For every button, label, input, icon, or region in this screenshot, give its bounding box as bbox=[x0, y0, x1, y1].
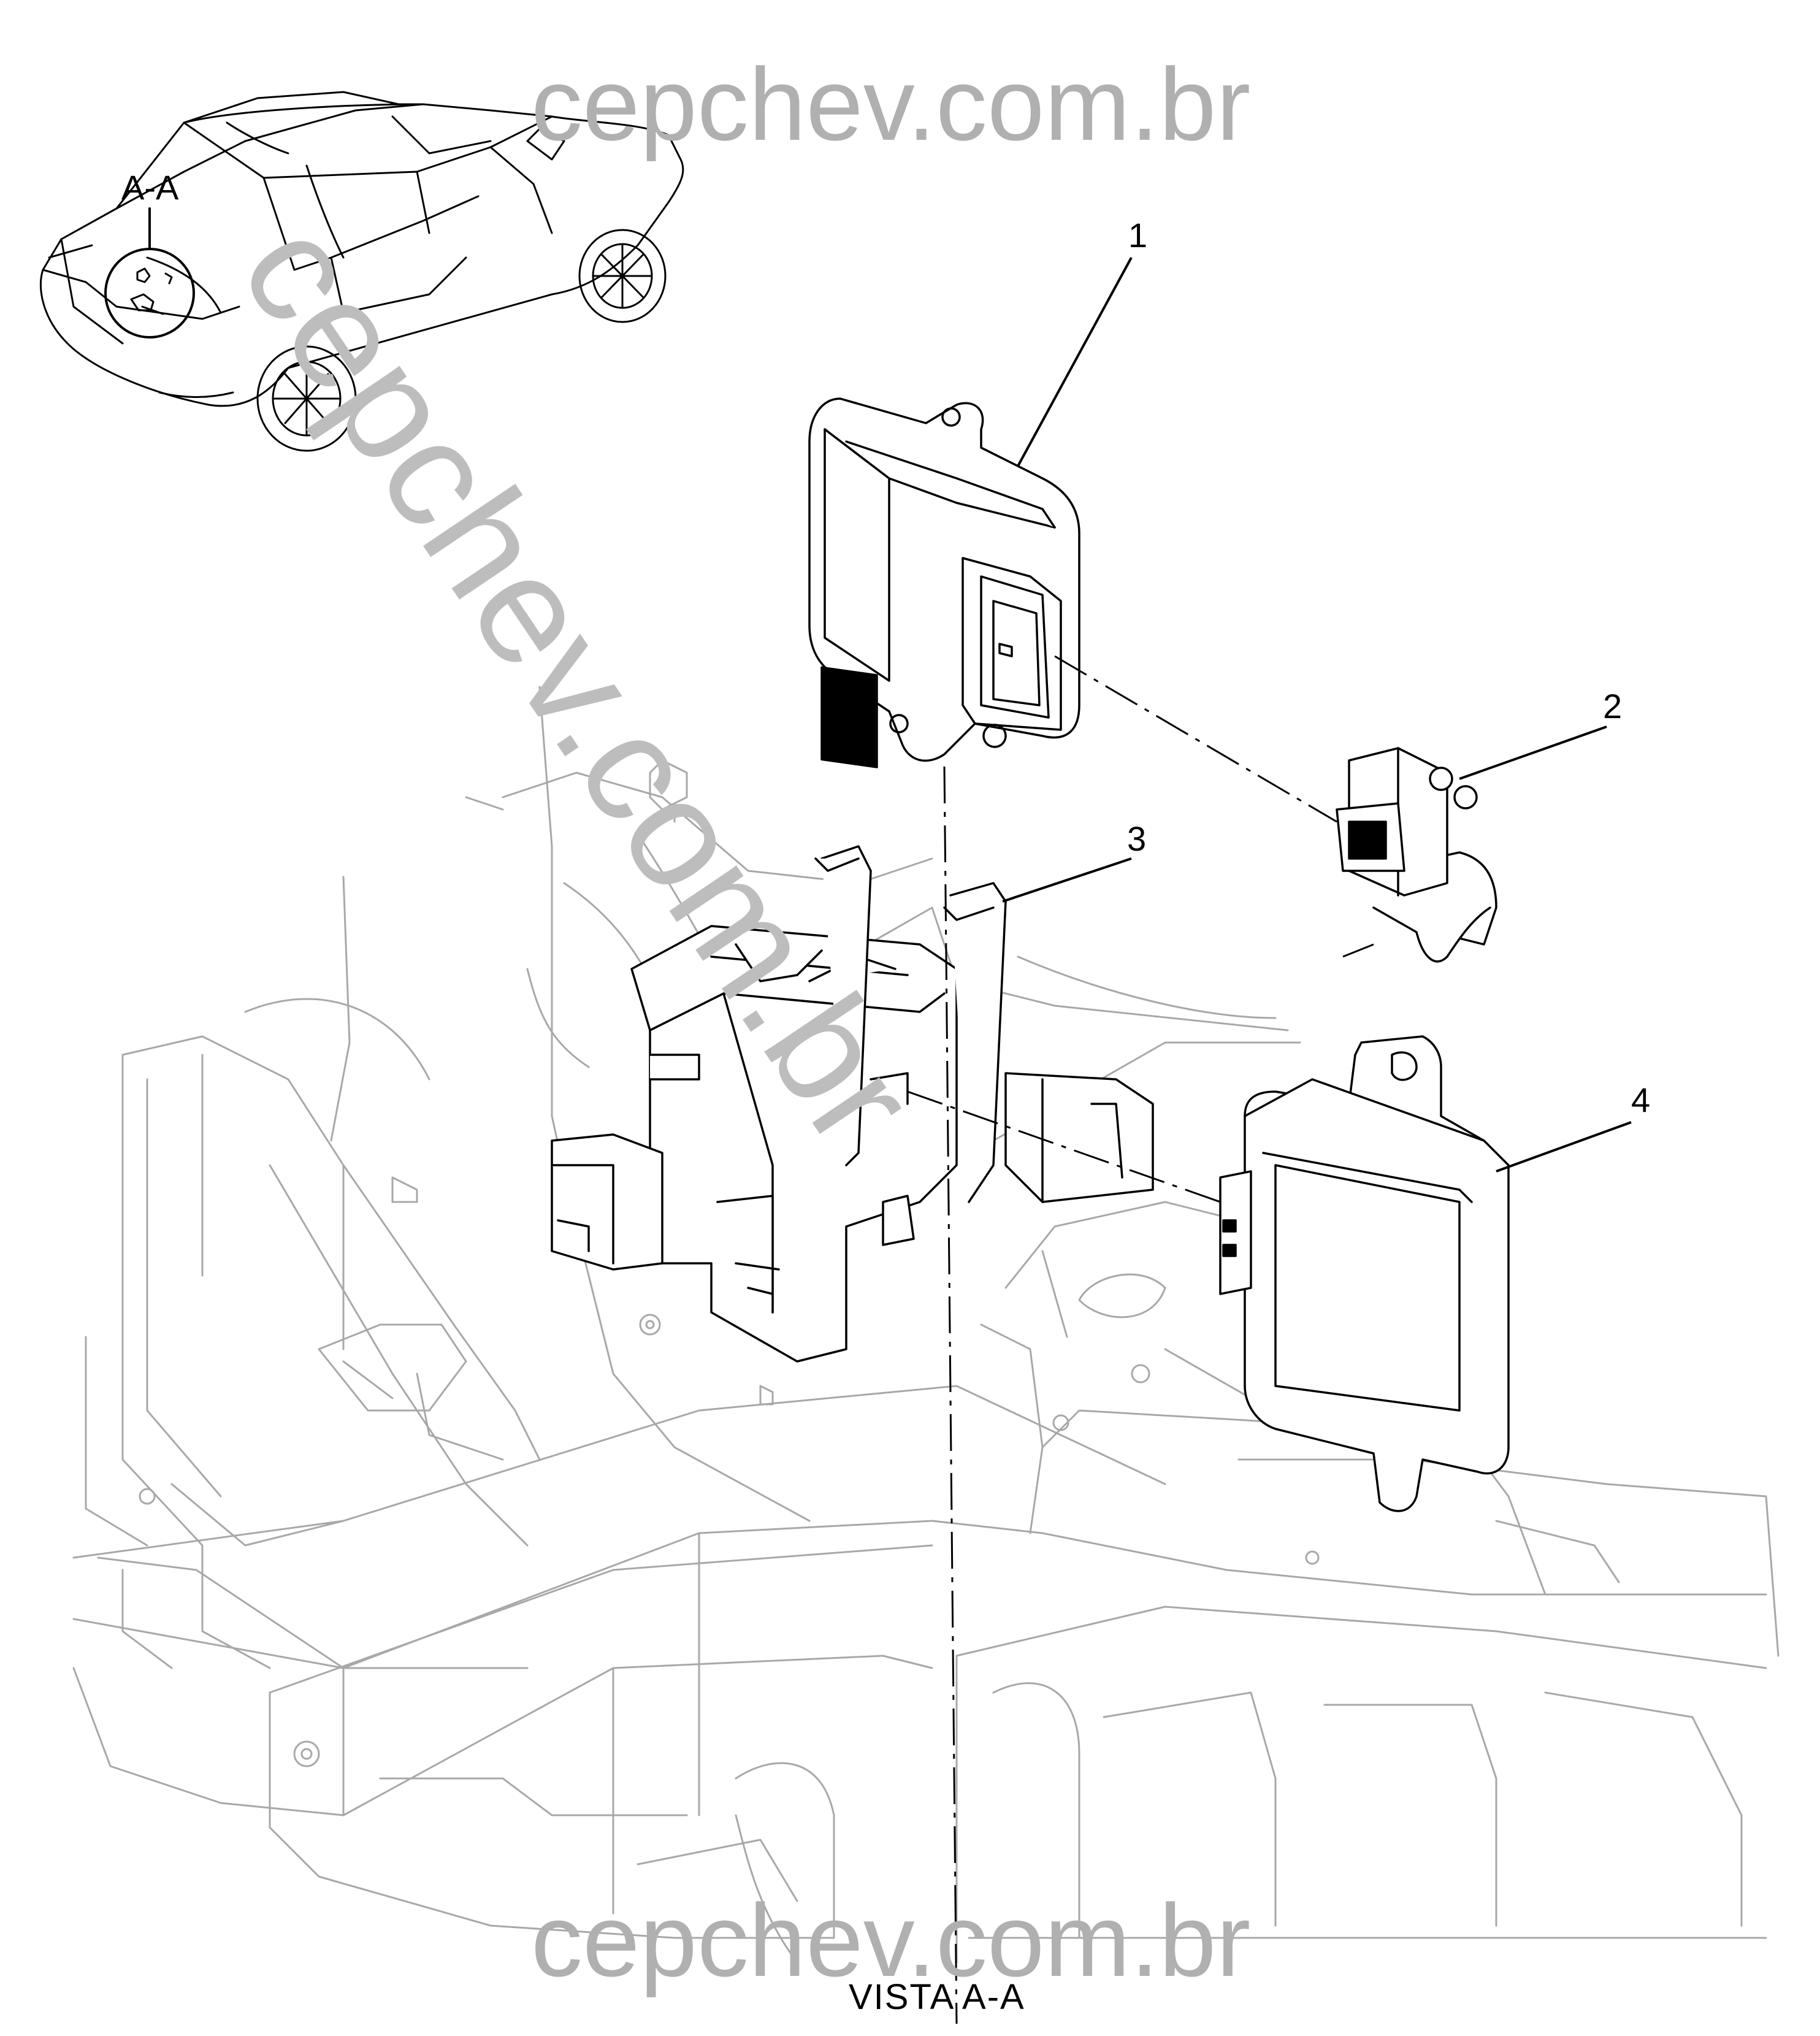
leader-4 bbox=[1496, 1121, 1632, 1173]
leader-3 bbox=[1002, 857, 1132, 903]
watermark-top: cepchev.com.br bbox=[531, 47, 1251, 162]
part-3-bracket bbox=[551, 845, 1154, 1363]
callout-leaders bbox=[1002, 257, 1632, 1173]
part-2-harness-connector bbox=[1336, 747, 1497, 963]
leader-2 bbox=[1459, 725, 1607, 780]
leader-1 bbox=[1017, 257, 1133, 467]
watermark-bottom: cepchev.com.br bbox=[531, 1883, 1251, 1998]
vehicle-inset-illustration bbox=[39, 91, 684, 452]
callout-4: 4 bbox=[1631, 1081, 1651, 1119]
vehicle-floor-structure bbox=[72, 686, 1780, 1964]
callout-1: 1 bbox=[1128, 216, 1148, 255]
callout-2: 2 bbox=[1603, 687, 1623, 725]
view-caption: VISTA A-A bbox=[849, 1977, 1025, 2017]
part-1-control-module bbox=[808, 397, 1080, 768]
callout-3: 3 bbox=[1127, 819, 1147, 858]
inset-view-label: A-A bbox=[121, 168, 179, 207]
assembly-centerlines bbox=[907, 655, 1374, 2024]
part-4-module bbox=[1219, 1035, 1510, 1512]
